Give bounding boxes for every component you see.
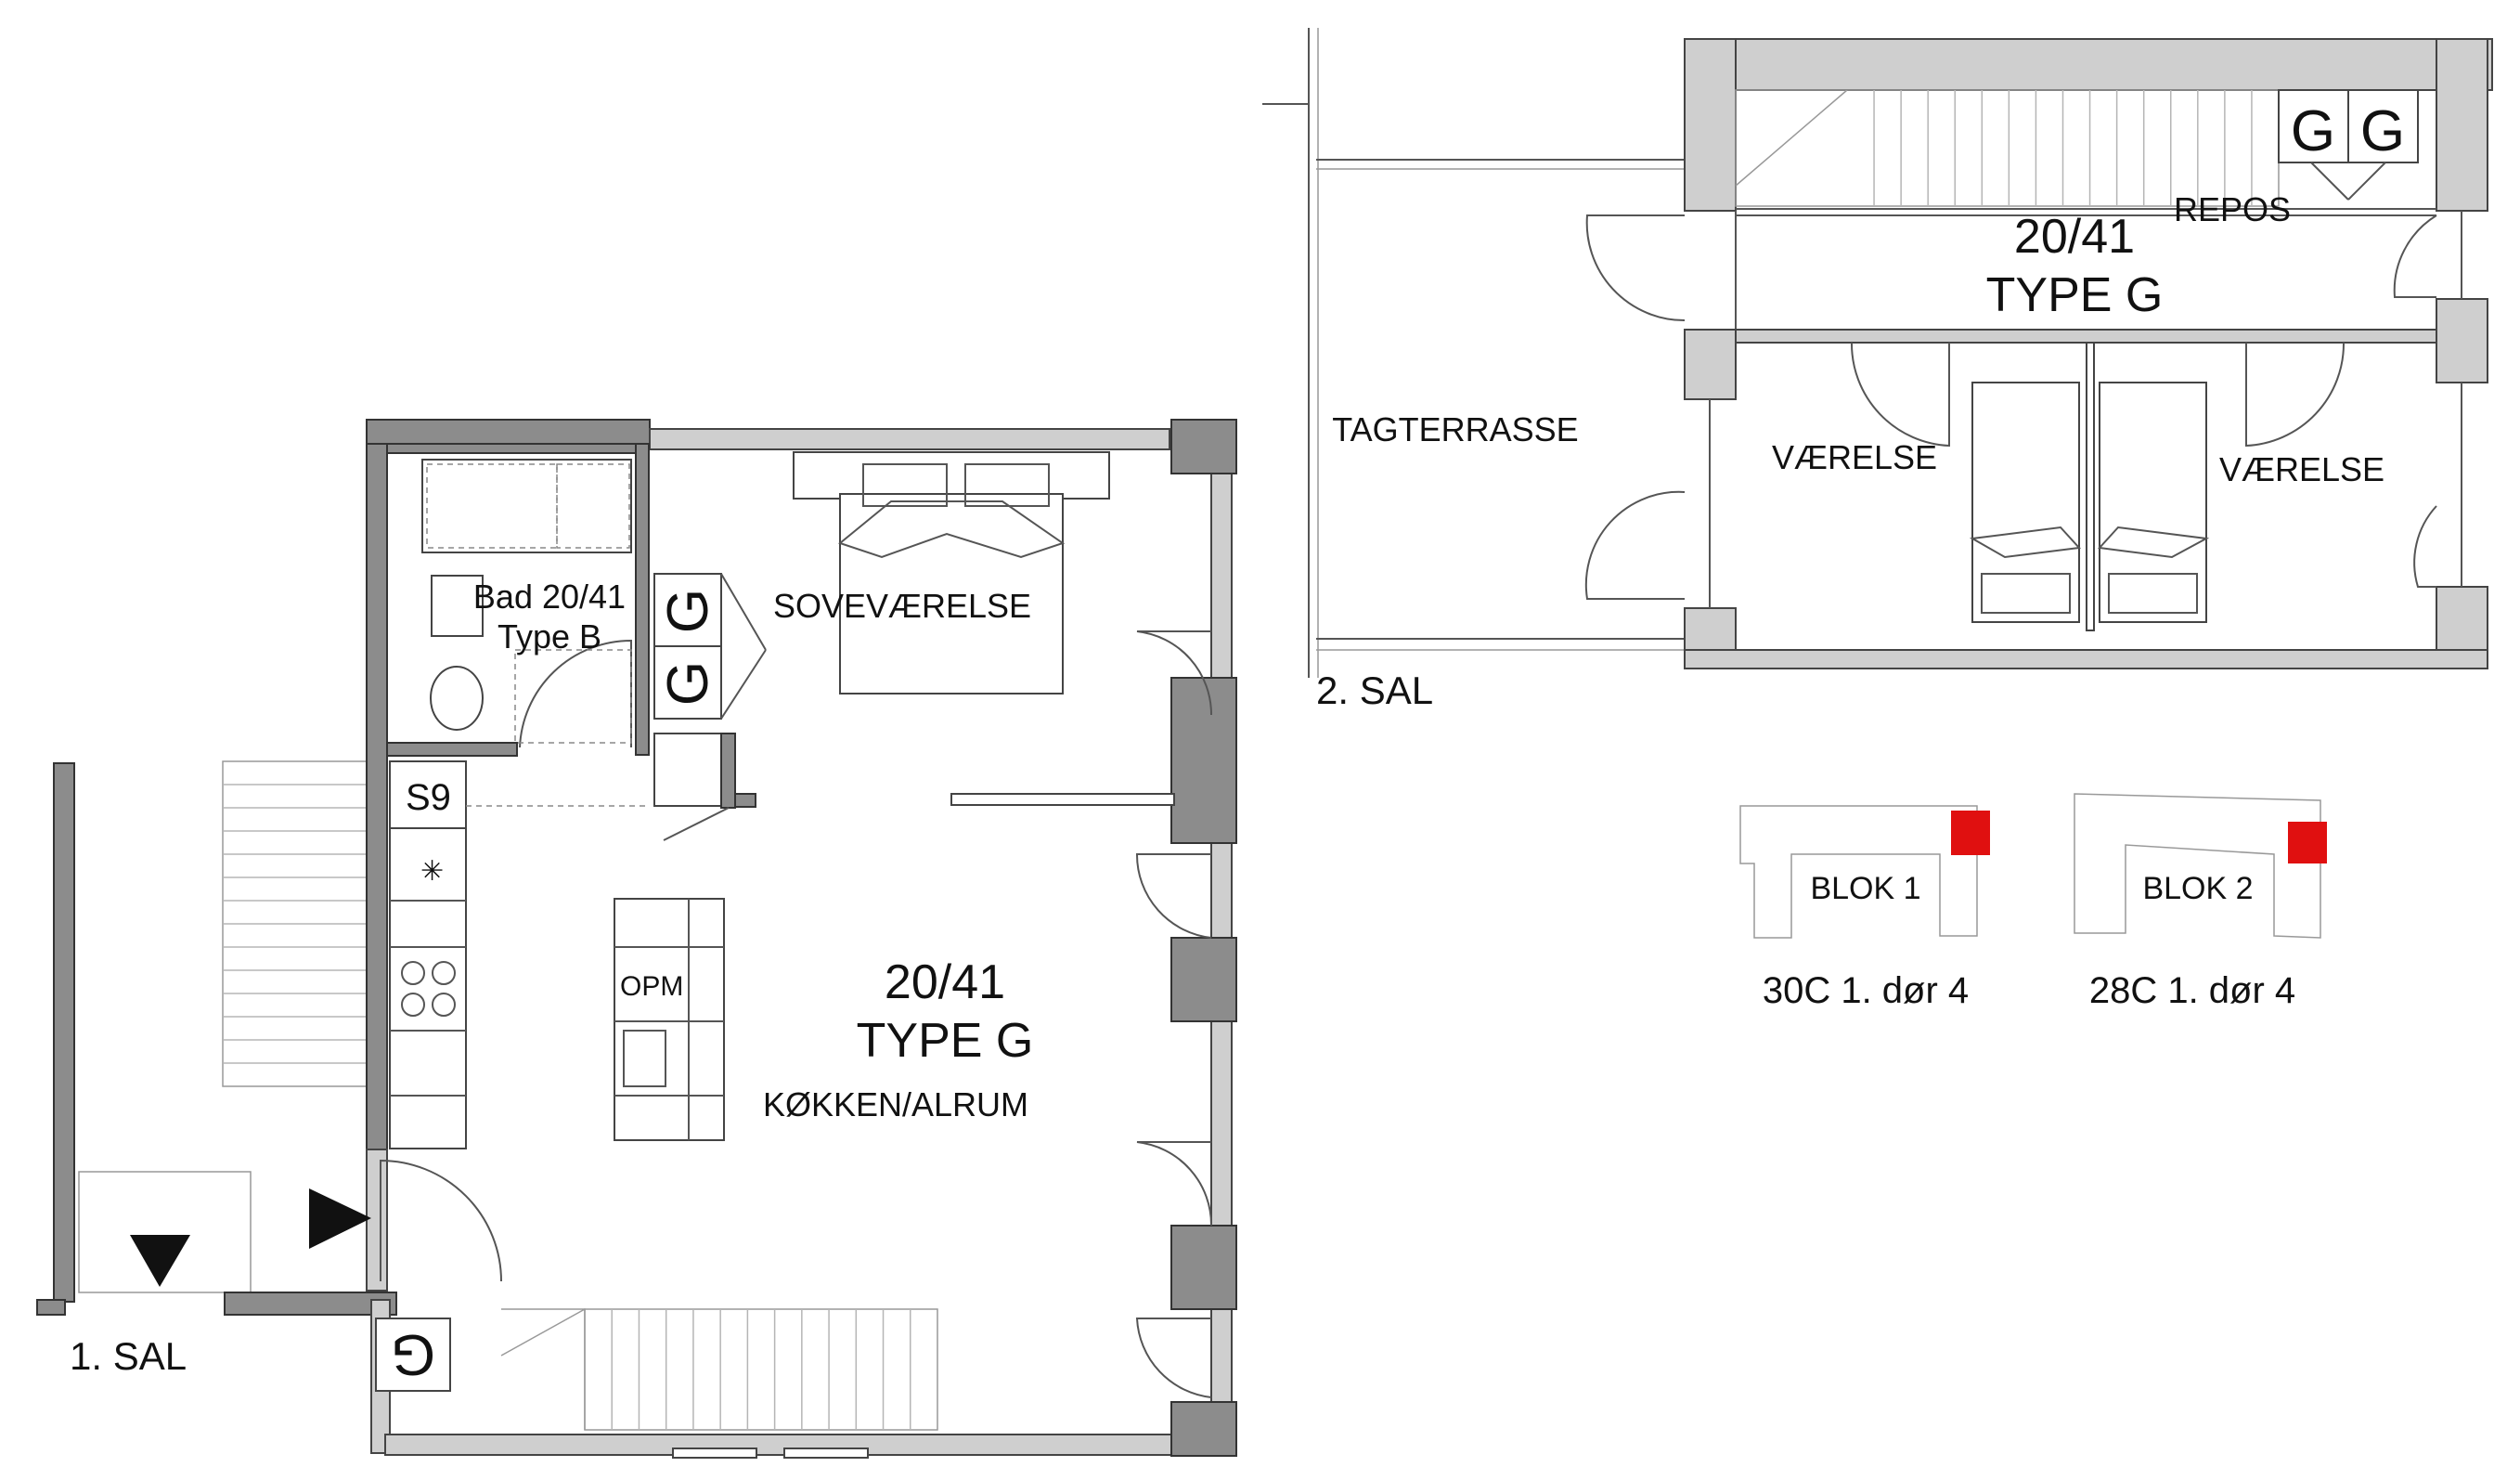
double-bed [793, 451, 1110, 695]
f2-gas-letter-2: G [2360, 99, 2405, 163]
key-plan-blok-2 [2074, 793, 2327, 939]
balcony-door-3 [1136, 1141, 1213, 1227]
floor-1-plan: ✳ [36, 419, 1237, 1459]
f1-bathroom-name: Bad 20/41 [473, 578, 626, 616]
entrance-door [380, 1159, 502, 1282]
bathroom-door [519, 639, 632, 748]
bottom-window-2 [783, 1448, 869, 1459]
hall-left-wall [366, 1149, 388, 1292]
balcony-door-4 [1135, 1318, 1212, 1398]
bottom-window-1 [672, 1448, 757, 1459]
blok-2-address: 28C 1. dør 4 [2089, 970, 2295, 1011]
f2-room-left-label: VÆRELSE [1772, 438, 1937, 476]
top-wall-left [366, 419, 651, 445]
f1-gas-letter-1: G [656, 589, 720, 633]
blok-1-address: 30C 1. dør 4 [1763, 970, 1969, 1011]
gas-box-1 [653, 573, 722, 647]
f2-bottom-wall [1684, 649, 2488, 669]
f2-unit-number: 20/41 [2014, 210, 2135, 264]
right-pier-2 [1170, 677, 1237, 844]
f1-storage-label: OPM [620, 971, 683, 1002]
shaft-s9-box [389, 760, 467, 829]
entry-wall-bottom [224, 1292, 397, 1316]
blok-1-name: BLOK 1 [1810, 871, 1920, 906]
top-wall-right [649, 428, 1170, 450]
f2-unit-type: TYPE G [1986, 268, 2164, 322]
sink-star-icon: ✳ [420, 856, 444, 887]
column-box [653, 733, 722, 807]
partition-wall [950, 793, 1175, 806]
f2-bed-left [1969, 382, 2082, 623]
f1-floor-label: 1. SAL [70, 1334, 187, 1378]
right-pier-3 [1170, 937, 1237, 1022]
landing-box [78, 1171, 252, 1293]
balcony-door-2 [1135, 853, 1212, 939]
corner-marker [36, 1299, 66, 1316]
hob-ring-4 [432, 993, 456, 1017]
floor-2-plan [1262, 28, 2493, 678]
f2-door-top-right [2393, 214, 2437, 298]
f2-door-room-left [1850, 342, 1950, 448]
hob-ring-2 [432, 961, 456, 985]
internal-stair [500, 1308, 938, 1431]
f1-shaft-label: S9 [406, 777, 451, 818]
f2-gas-box-2 [2347, 89, 2419, 163]
f2-floor-label: 2. SAL [1316, 669, 1433, 712]
bottom-wall [384, 1434, 1175, 1456]
f2-stair [1735, 89, 2280, 207]
hob-ring-3 [401, 993, 425, 1017]
exterior-stair [222, 760, 372, 1087]
f2-terrace-label: TAGTERRASSE [1332, 410, 1578, 448]
bathroom [386, 443, 650, 757]
f2-door-terrace-bottom [1584, 490, 1686, 600]
f2-door-terrace-top [1585, 214, 1686, 322]
f2-left-wall-top [1684, 38, 1737, 212]
f1-gas-letter-2: G [656, 661, 720, 706]
f2-left-pier [1684, 329, 1737, 400]
f2-gas-letter-1: G [2291, 99, 2335, 163]
blok-2-name: BLOK 2 [2142, 871, 2253, 906]
f2-right-pier [2436, 298, 2488, 383]
f2-gas-box-1 [2278, 89, 2349, 163]
left-exterior-wall [53, 762, 75, 1303]
f1-gas-letter-3: G [391, 1322, 435, 1386]
f2-room-right-label: VÆRELSE [2219, 450, 2384, 488]
f2-bed-right [2097, 382, 2210, 623]
f2-divider-top [1735, 329, 2437, 344]
bath-left-wall [366, 443, 388, 1150]
f1-bedroom-label: SOVEVÆRELSE [773, 587, 1031, 625]
f2-landing-label: REPOS [2174, 190, 2291, 228]
kitchen-island [614, 898, 725, 1141]
entry-arrow-right [309, 1188, 371, 1249]
balcony-door-1 [1136, 630, 1213, 716]
right-pier-5 [1170, 1401, 1237, 1457]
f1-bathroom-type: Type B [498, 617, 601, 656]
f2-right-wall-top [2436, 38, 2488, 212]
right-pier-1 [1170, 419, 1237, 474]
f2-top-wall [1684, 38, 2493, 91]
f1-kitchen-label: KØKKEN/ALRUM [763, 1085, 1028, 1123]
hob-ring-1 [401, 961, 425, 985]
f1-unit-type: TYPE G [857, 1014, 1034, 1068]
gas-box-2 [653, 645, 722, 720]
toilet [430, 666, 484, 731]
gas-box-3 [375, 1318, 451, 1392]
f1-unit-number: 20/41 [885, 955, 1005, 1009]
f2-door-bottom-right [2413, 505, 2437, 588]
sink [431, 575, 484, 637]
right-pier-4 [1170, 1225, 1237, 1310]
f2-door-room-right [2245, 342, 2346, 448]
key-plan-blok-1 [1739, 805, 1990, 939]
entry-arrow-down [130, 1235, 190, 1287]
